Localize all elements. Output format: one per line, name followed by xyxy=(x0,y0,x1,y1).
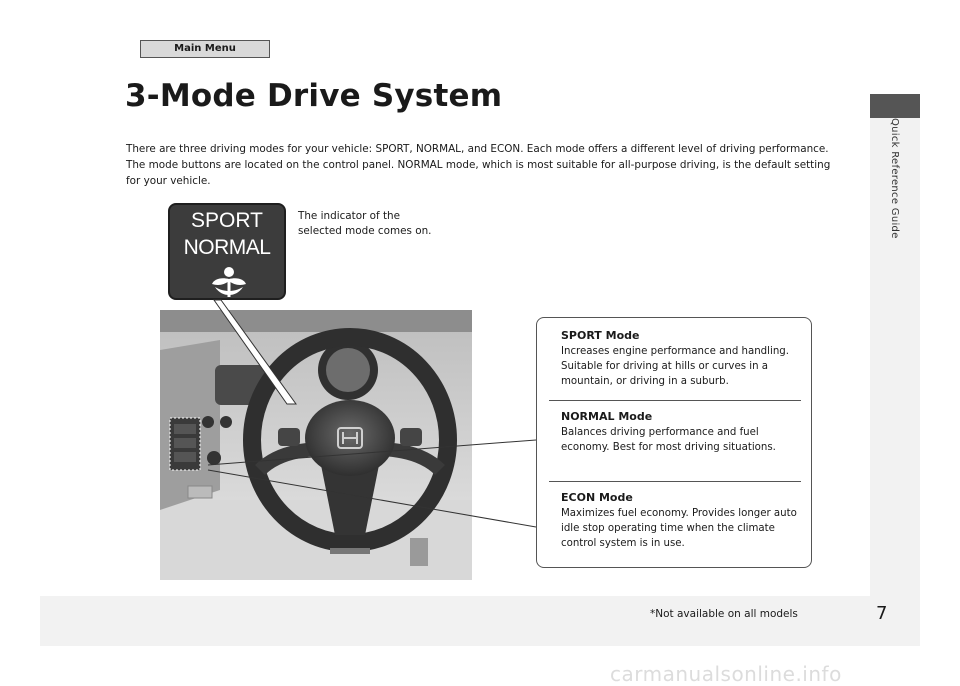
mode-description: Balances driving performance and fuel ec… xyxy=(561,427,776,453)
mode-item-econ: ECON Mode Maximizes fuel economy. Provid… xyxy=(561,490,801,551)
intro-paragraph: There are three driving modes for your v… xyxy=(126,143,831,187)
mode-item-sport: SPORT Mode Increases engine performance … xyxy=(561,328,801,389)
main-menu-button[interactable]: Main Menu xyxy=(140,40,270,58)
footer-band xyxy=(40,596,920,646)
mode-description: Increases engine performance and handlin… xyxy=(561,346,789,387)
mode-indicator-display: SPORT NORMAL xyxy=(168,203,286,300)
modes-description-box: SPORT Mode Increases engine performance … xyxy=(536,317,812,568)
steering-wheel-photo xyxy=(160,310,472,580)
mode-title: SPORT Mode xyxy=(561,329,640,342)
mode-divider xyxy=(549,481,801,482)
mode-divider xyxy=(549,400,801,401)
page-number: 7 xyxy=(876,603,888,624)
page-title: 3-Mode Drive System xyxy=(125,78,503,114)
mode-item-normal: NORMAL Mode Balances driving performance… xyxy=(561,409,801,455)
section-label: Quick Reference Guide xyxy=(889,118,900,239)
mode-title: NORMAL Mode xyxy=(561,410,653,423)
econ-leaf-icon xyxy=(212,267,246,297)
footnote: *Not available on all models xyxy=(650,608,798,620)
mode-title: ECON Mode xyxy=(561,491,633,504)
section-tab xyxy=(870,94,920,118)
side-strip xyxy=(870,118,920,645)
watermark: carmanualsonline.info xyxy=(610,662,842,686)
indicator-sport-label: SPORT xyxy=(191,209,263,232)
indicator-caption: The indicator of the selected mode comes… xyxy=(298,210,432,237)
mode-description: Maximizes fuel economy. Provides longer … xyxy=(561,508,797,549)
indicator-normal-label: NORMAL xyxy=(183,236,271,259)
